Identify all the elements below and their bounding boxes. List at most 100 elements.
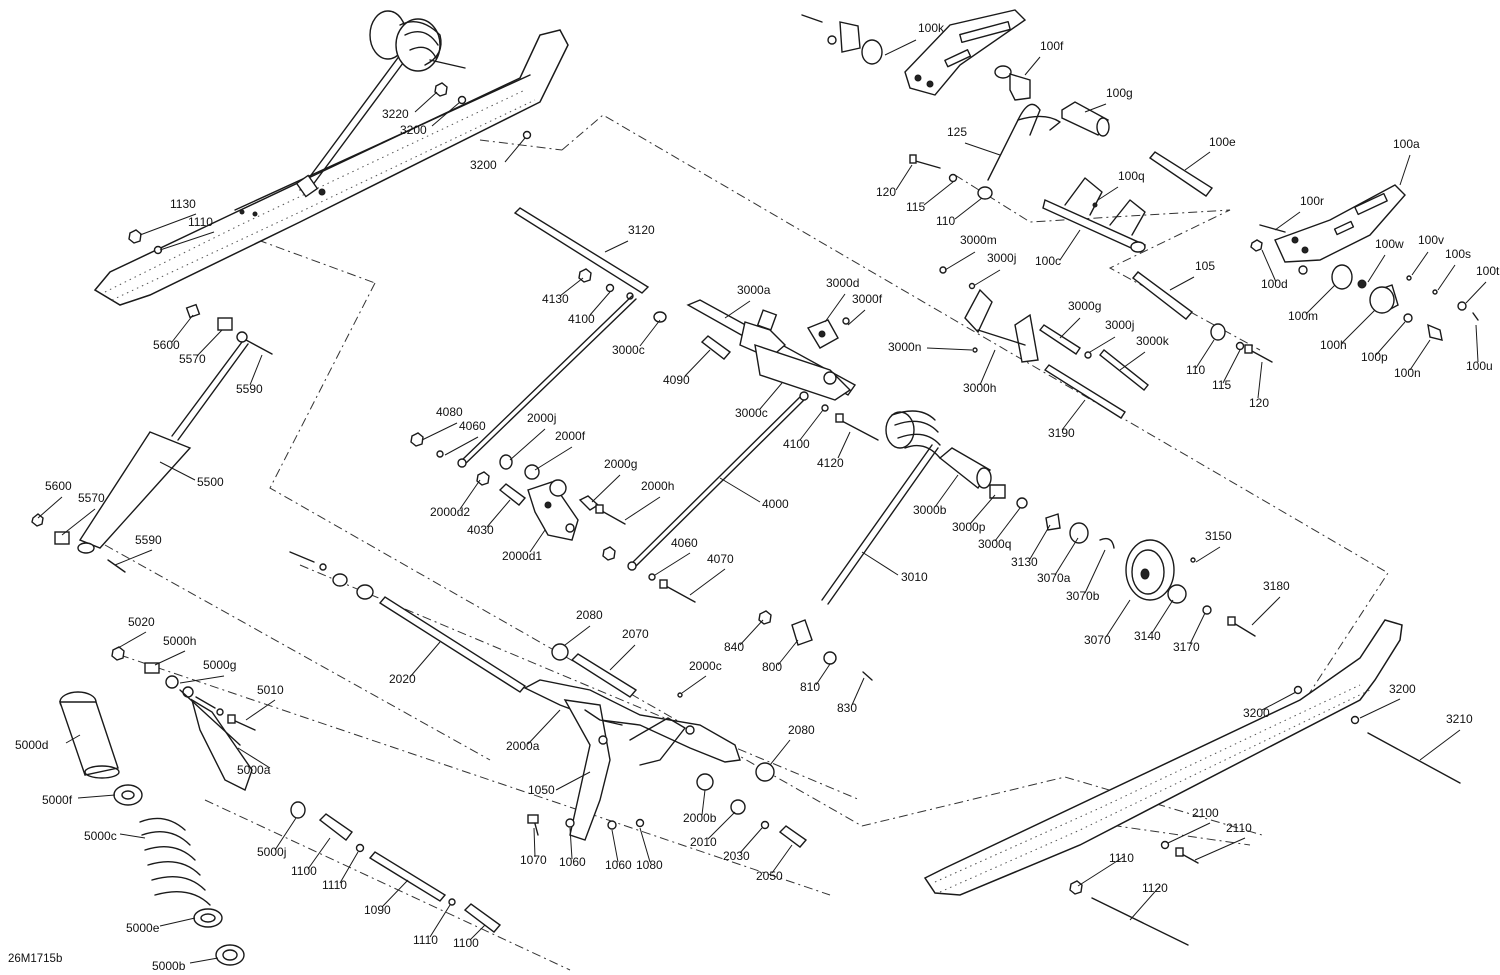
- fasteners-4060-4070: [648, 573, 696, 603]
- part-label-100u: 100u: [1466, 359, 1493, 373]
- part-label-100d: 100d: [1261, 277, 1288, 291]
- link-rod-4000: [627, 391, 809, 571]
- part-label-3010: 3010: [901, 570, 928, 584]
- part-label-3070b: 3070b: [1066, 589, 1100, 603]
- part-label-1100: 1100: [291, 864, 317, 878]
- part-label-4060: 4060: [459, 419, 486, 433]
- part-label-4060: 4060: [671, 536, 698, 550]
- part-label-3000a: 3000a: [737, 283, 771, 297]
- fasteners-4100-4120: [821, 404, 879, 441]
- part-label-3200: 3200: [470, 158, 497, 172]
- part-label-3190: 3190: [1048, 426, 1075, 440]
- part-label-2010: 2010: [690, 835, 717, 849]
- part-label-2100: 2100: [1192, 806, 1219, 820]
- part-label-100s: 100s: [1445, 247, 1471, 261]
- part-label-3200: 3200: [1389, 682, 1416, 696]
- hardware-lower-arm: [527, 773, 808, 848]
- part-label-1110: 1110: [322, 878, 347, 892]
- part-label-3150: 3150: [1205, 529, 1232, 543]
- part-label-120: 120: [1249, 396, 1269, 410]
- part-label-100q: 100q: [1118, 169, 1145, 183]
- part-label-1090: 1090: [364, 903, 391, 917]
- part-label-830: 830: [837, 701, 857, 715]
- part-label-4100: 4100: [568, 312, 595, 326]
- part-label-1120: 1120: [1142, 881, 1168, 895]
- rod-105: [1131, 271, 1194, 320]
- part-label-1070: 1070: [520, 853, 547, 867]
- part-label-3000j: 3000j: [987, 251, 1016, 265]
- part-label-2000d1: 2000d1: [502, 549, 542, 563]
- hoop-bracket-100c: [1042, 177, 1147, 253]
- part-callout-labels: 100k100f100g100e125100a100q120115110100r…: [15, 21, 1500, 973]
- part-label-4120: 4120: [817, 456, 844, 470]
- part-label-4080: 4080: [436, 405, 463, 419]
- part-label-5000c: 5000c: [84, 829, 117, 843]
- spring-adjuster-100f: [987, 65, 1061, 181]
- part-label-5000d: 5000d: [15, 738, 48, 752]
- part-label-3000d: 3000d: [826, 276, 859, 290]
- front-arm-2000a: [523, 679, 741, 841]
- rod-3120: [513, 207, 650, 294]
- arm-bracket-2000d1: [476, 454, 626, 561]
- part-label-2110: 2110: [1226, 821, 1252, 835]
- part-label-2000g: 2000g: [604, 457, 637, 471]
- part-label-105: 105: [1195, 259, 1215, 273]
- part-label-5000b: 5000b: [152, 959, 186, 973]
- part-label-3000h: 3000h: [963, 381, 996, 395]
- part-label-1080: 1080: [636, 858, 663, 872]
- rear-torsion-spring-assembly: [295, 10, 466, 198]
- bracket-100a: [1259, 184, 1406, 263]
- left-slide-rail: [93, 29, 569, 306]
- sleeve-3000b: [938, 447, 1061, 531]
- bushing-set-1100: [290, 801, 502, 933]
- bolt-set-120-115-110: [909, 154, 993, 200]
- part-label-3000m: 3000m: [960, 233, 997, 247]
- part-label-2000f: 2000f: [555, 429, 586, 443]
- part-label-3000p: 3000p: [952, 520, 986, 534]
- bushing-2080-2070: [551, 643, 775, 782]
- assembly-outline-lines: [104, 114, 1389, 971]
- part-label-1060: 1060: [605, 858, 632, 872]
- part-label-100k: 100k: [918, 21, 945, 35]
- part-label-3000k: 3000k: [1136, 334, 1170, 348]
- part-label-110: 110: [936, 214, 955, 228]
- figure-reference: 26M1715b: [8, 953, 62, 965]
- part-label-2000j: 2000j: [527, 411, 556, 425]
- part-label-5000e: 5000e: [126, 921, 160, 935]
- part-label-100m: 100m: [1288, 309, 1318, 323]
- part-label-3000q: 3000q: [978, 537, 1011, 551]
- front-shock-5000: [59, 646, 256, 966]
- part-label-2000d2: 2000d2: [430, 505, 470, 519]
- bolt-set-right: [1210, 323, 1273, 363]
- part-label-4090: 4090: [663, 373, 690, 387]
- part-label-5590: 5590: [135, 533, 162, 547]
- part-label-800: 800: [762, 660, 782, 674]
- part-label-5500: 5500: [197, 475, 224, 489]
- part-label-5600: 5600: [153, 338, 180, 352]
- part-label-3000b: 3000b: [913, 503, 947, 517]
- fasteners-4130-4100: [578, 268, 667, 323]
- part-label-2050: 2050: [756, 869, 783, 883]
- fasteners-4080-4060: [410, 432, 444, 458]
- part-label-100w: 100w: [1375, 237, 1404, 251]
- part-label-100h: 100h: [1320, 338, 1347, 352]
- idler-wheel-3070: [1069, 522, 1256, 637]
- part-label-100f: 100f: [1040, 39, 1064, 53]
- part-label-2080: 2080: [788, 723, 815, 737]
- part-label-5000h: 5000h: [163, 634, 196, 648]
- part-label-125: 125: [947, 125, 967, 139]
- part-label-5570: 5570: [179, 352, 206, 366]
- part-label-3120: 3120: [628, 223, 655, 237]
- part-label-3140: 3140: [1134, 629, 1161, 643]
- part-label-100c: 100c: [1035, 254, 1061, 268]
- part-label-2000h: 2000h: [641, 479, 674, 493]
- part-label-110: 110: [1186, 363, 1205, 377]
- part-label-1100: 1100: [453, 936, 479, 950]
- right-slide-rail: [923, 619, 1461, 946]
- part-label-1050: 1050: [528, 783, 555, 797]
- part-label-3180: 3180: [1263, 579, 1290, 593]
- part-label-1130: 1130: [170, 197, 196, 211]
- part-label-3000f: 3000f: [852, 292, 883, 306]
- part-label-100t: 100t: [1476, 264, 1500, 278]
- part-label-3210: 3210: [1446, 712, 1473, 726]
